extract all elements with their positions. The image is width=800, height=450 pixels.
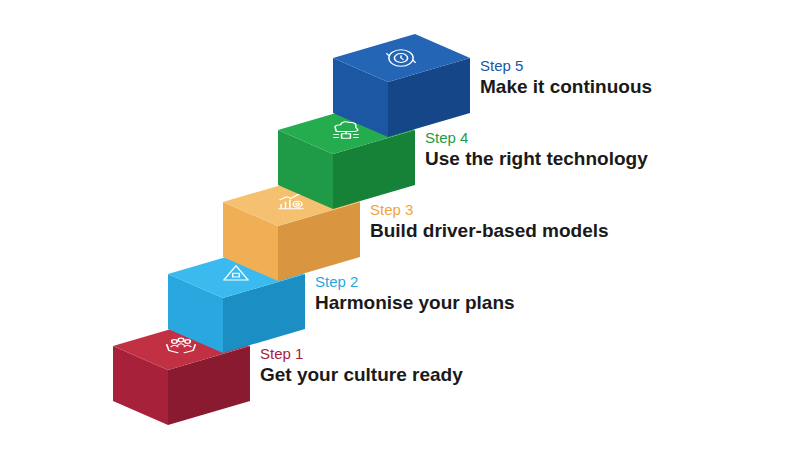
step-icon: [387, 54, 416, 63]
step-icon: [233, 273, 240, 277]
step-icon: [224, 266, 248, 280]
step-number: Step 3: [370, 201, 609, 219]
step-block: Step 4Use the right technology: [278, 102, 648, 212]
step-icon: [167, 345, 196, 353]
step-icon: [293, 201, 302, 207]
step-icon: [279, 194, 303, 209]
step-title: Harmonise your plans: [315, 291, 515, 314]
cube-top-face: [333, 34, 470, 82]
step-title: Make it continuous: [480, 75, 652, 98]
step-icon: [280, 194, 300, 200]
step-icon: [224, 266, 248, 280]
step-icon: [334, 132, 358, 138]
step-icon: [167, 338, 196, 353]
step-caption: Step 5Make it continuous: [480, 57, 652, 98]
step-icon: [185, 340, 191, 344]
step-title: Get your culture ready: [260, 363, 463, 386]
step-number: Step 1: [260, 345, 463, 363]
step-icon: [342, 134, 351, 139]
step-icon: [172, 340, 178, 344]
step-caption: Step 2Harmonise your plans: [315, 273, 515, 314]
step-icon: [296, 203, 299, 205]
step-title: Build driver-based models: [370, 219, 609, 242]
step-number: Step 2: [315, 273, 515, 291]
step-icon: [387, 50, 416, 67]
step-number: Step 5: [480, 57, 652, 75]
step-icon: [171, 344, 191, 347]
step-caption: Step 3Build driver-based models: [370, 201, 609, 242]
step-icon: [178, 338, 184, 342]
step-icon: [335, 122, 358, 132]
step-title: Use the right technology: [425, 147, 648, 170]
step-block: Step 2Harmonise your plans: [168, 246, 515, 356]
step-icon: [334, 122, 358, 139]
step-icon: [279, 200, 303, 209]
step-block: Step 3Build driver-based models: [223, 174, 609, 284]
step-block: Step 1Get your culture ready: [113, 318, 463, 428]
step-number: Step 4: [425, 129, 648, 147]
step-cube: [333, 30, 473, 140]
step-caption: Step 4Use the right technology: [425, 129, 648, 170]
step-block: Step 5Make it continuous: [333, 30, 652, 140]
step-caption: Step 1Get your culture ready: [260, 345, 463, 386]
